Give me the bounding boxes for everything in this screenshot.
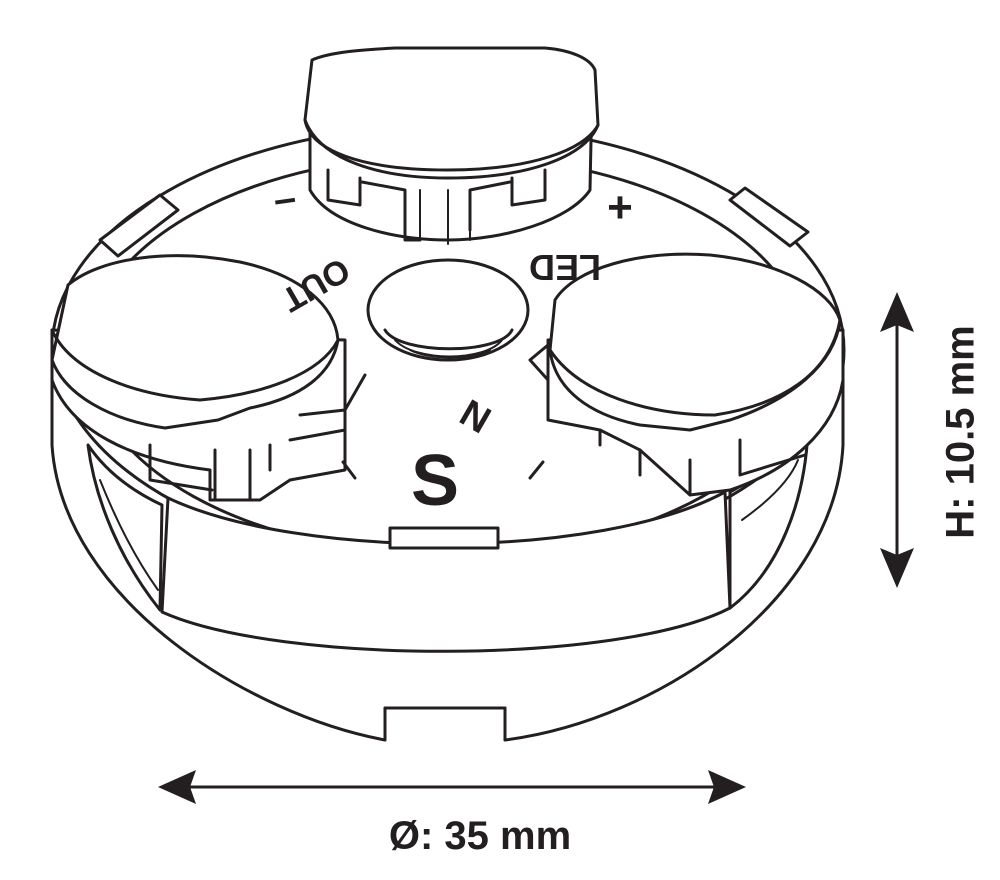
plus-mark: + (607, 183, 633, 232)
lens-top (303, 46, 600, 245)
front-notch (383, 706, 507, 742)
height-label-text: H: 10.5 mm (938, 325, 983, 539)
height-label: H: 10.5 mm (937, 282, 985, 582)
recess-left-inner (99, 479, 159, 591)
tick-right (528, 460, 545, 480)
lens-right (528, 252, 845, 497)
tick-left (341, 460, 357, 480)
center-hole (366, 258, 530, 362)
recess-right-inner (741, 459, 799, 521)
s-mark: S (411, 441, 459, 521)
led-mark: LED (529, 247, 601, 288)
diameter-label: Ø: 35 mm (388, 814, 572, 858)
height-arrow (880, 292, 914, 588)
recess-left (86, 443, 164, 612)
front-tab (388, 526, 500, 550)
lens-left (50, 254, 367, 502)
diameter-arrow (158, 770, 746, 804)
rim-notch-right (728, 186, 810, 248)
rim-notch-left (98, 193, 180, 258)
